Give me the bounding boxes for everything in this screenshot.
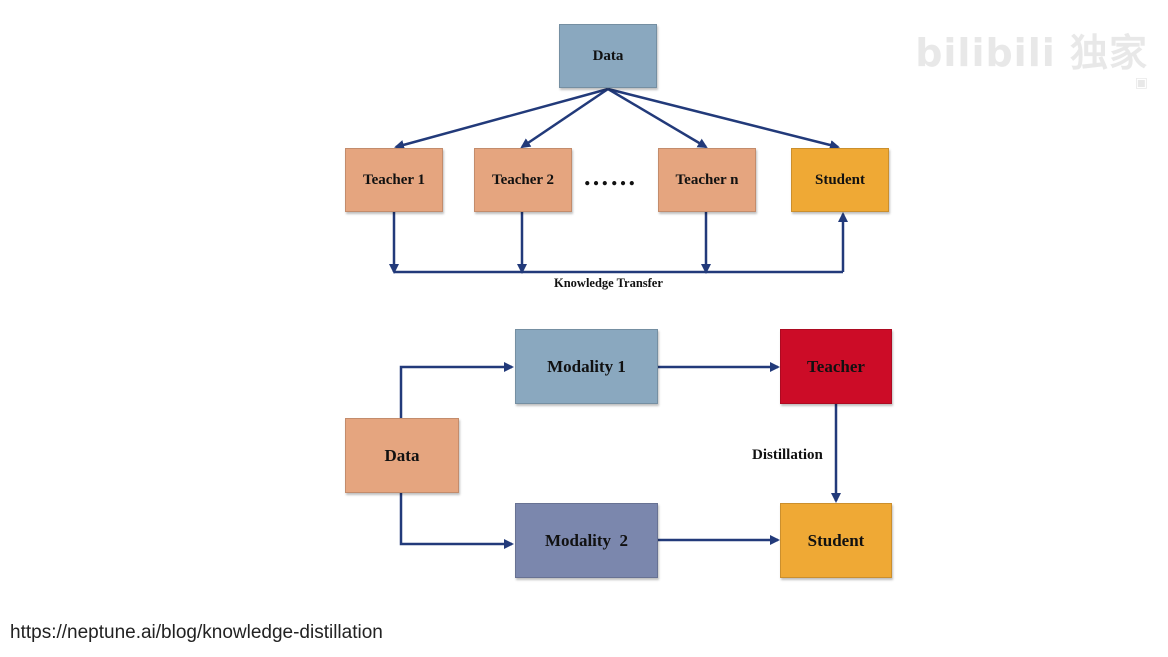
modality-2-box: Modality 2 [515, 503, 658, 578]
knowledge-transfer-label: Knowledge Transfer [554, 276, 663, 290]
top-data-label: Data [592, 47, 624, 64]
bilibili-watermark: bilibili 独家 ▣ [915, 22, 1148, 91]
arrow-data-to-teacher-1 [394, 87, 609, 150]
arrow-data-to-student [607, 87, 840, 150]
bilibili-logo-icon: ▣ [1134, 75, 1148, 91]
distillation-label: Distillation [752, 447, 823, 463]
teacher-n-box: Teacher n [658, 148, 756, 212]
modality-1-label: Modality 1 [547, 356, 626, 376]
top-student-box: Student [791, 148, 889, 212]
teacher-1-label: Teacher 1 [362, 171, 426, 188]
teacher-1-box: Teacher 1 [345, 148, 443, 212]
bottom-student-box: Student [780, 503, 892, 578]
modality-2-label: Modality 2 [544, 530, 629, 550]
top-student-label: Student [814, 171, 866, 188]
watermark-subtext: ▣ [915, 75, 1148, 91]
top-data-box: Data [559, 24, 657, 88]
arrow-data-to-teacher-2 [520, 87, 609, 149]
teacher-2-label: Teacher 2 [491, 171, 555, 188]
arrow-data-to-teacher-n [607, 87, 708, 149]
teacher-n-label: Teacher n [675, 171, 739, 188]
teachers-ellipsis: …… [583, 162, 637, 191]
bottom-teacher-box: Teacher [780, 329, 892, 404]
teacher-2-box: Teacher 2 [474, 148, 572, 212]
bottom-data-box: Data [345, 418, 459, 493]
modality-1-box: Modality 1 [515, 329, 658, 404]
bottom-student-label: Student [807, 530, 865, 550]
source-url-text: https://neptune.ai/blog/knowledge-distil… [10, 622, 383, 643]
arrow-data-to-modality-1 [399, 362, 514, 418]
watermark-logo: bilibili 独家 [915, 31, 1148, 75]
bottom-data-label: Data [384, 445, 420, 465]
bottom-teacher-label: Teacher [807, 356, 865, 376]
arrow-data-to-modality-2 [399, 493, 514, 549]
